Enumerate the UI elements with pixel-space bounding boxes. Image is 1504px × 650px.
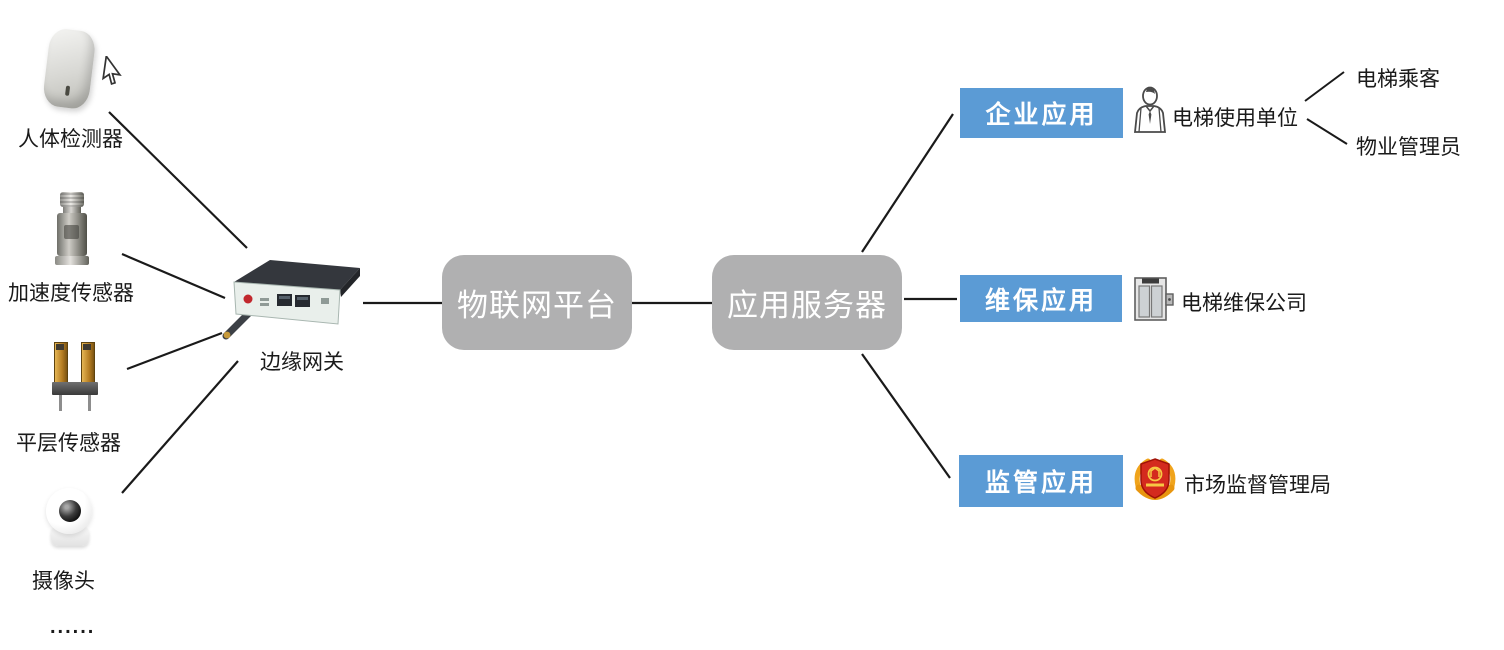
leveling-leg bbox=[59, 395, 62, 411]
app-server-label: 应用服务器 bbox=[727, 288, 887, 323]
leveling-bracket bbox=[52, 382, 98, 395]
government-badge-icon bbox=[1134, 458, 1176, 500]
accelerometer-tag bbox=[64, 225, 79, 239]
leveling-prong bbox=[81, 342, 95, 392]
connector-unit-passenger bbox=[1304, 71, 1345, 102]
elevator-user-unit-label: 电梯使用单位 bbox=[1172, 107, 1298, 130]
leveling-sensor-label: 平层传感器 bbox=[16, 432, 121, 455]
app-server-box: 应用服务器 bbox=[712, 255, 902, 350]
property-manager-label: 物业管理员 bbox=[1356, 136, 1461, 159]
elevator-maintenance-company-label: 电梯维保公司 bbox=[1181, 292, 1307, 315]
leveling-leg bbox=[88, 395, 91, 411]
connector-accelerometer-gateway bbox=[121, 252, 226, 300]
connector-appserver-enterprise bbox=[861, 113, 954, 253]
iot-platform-label: 物联网平台 bbox=[457, 288, 617, 323]
accelerometer-image bbox=[53, 192, 91, 266]
human-detector-label: 人体检测器 bbox=[18, 128, 123, 151]
camera-label: 摄像头 bbox=[32, 570, 95, 593]
connector-leveling-gateway bbox=[126, 331, 223, 371]
iot-platform-box: 物联网平台 bbox=[442, 255, 632, 350]
elevator-passenger-label: 电梯乘客 bbox=[1356, 68, 1440, 91]
accelerometer-neck bbox=[63, 207, 81, 213]
edge-gateway-label: 边缘网关 bbox=[260, 351, 344, 374]
supervision-app-box: 监管应用 bbox=[959, 455, 1123, 507]
elevator-doors-icon bbox=[1134, 277, 1174, 321]
accelerometer-flange bbox=[55, 256, 89, 265]
maintenance-app-box: 维保应用 bbox=[960, 275, 1122, 322]
pir-sensor-body bbox=[41, 27, 97, 111]
connector-unit-property bbox=[1306, 118, 1348, 145]
connector-human-detector-gateway bbox=[108, 111, 248, 249]
accelerometer-body bbox=[57, 213, 87, 256]
edge-gateway-image bbox=[222, 260, 360, 340]
maintenance-app-label: 维保应用 bbox=[984, 286, 1097, 315]
enterprise-app-label: 企业应用 bbox=[985, 101, 1098, 129]
accelerometer-label: 加速度传感器 bbox=[8, 282, 134, 305]
connector-appserver-supervision bbox=[861, 353, 951, 479]
camera-lens bbox=[59, 500, 81, 522]
more-sensors-ellipsis: ...... bbox=[50, 616, 96, 638]
mouse-cursor-icon bbox=[102, 56, 122, 86]
leveling-sensor-image bbox=[52, 342, 98, 412]
connector-camera-gateway bbox=[121, 360, 239, 494]
enterprise-app-box: 企业应用 bbox=[960, 88, 1123, 138]
camera-image bbox=[44, 488, 96, 552]
accelerometer-cap bbox=[60, 192, 84, 207]
human-detector-image bbox=[41, 27, 101, 114]
supervision-app-label: 监管应用 bbox=[984, 469, 1097, 497]
businessman-icon bbox=[1134, 86, 1166, 133]
market-supervision-bureau-label: 市场监督管理局 bbox=[1184, 474, 1331, 497]
